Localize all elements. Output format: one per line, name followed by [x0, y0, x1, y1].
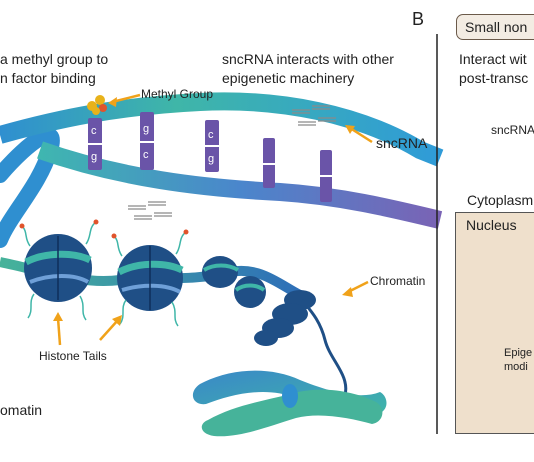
- dna-double-helix: [0, 92, 444, 248]
- chromatin-bottom-label: omatin: [0, 402, 43, 418]
- chromatin-label: Chromatin: [370, 274, 426, 288]
- nucleus-box: Nucleus: [455, 212, 534, 434]
- panel-letter-b: B: [412, 9, 425, 29]
- histone-tails-label: Histone Tails: [39, 349, 107, 363]
- base-letter: g: [208, 153, 215, 165]
- sncrna-arrow: [349, 126, 373, 144]
- epigen-line1: Epige: [504, 347, 533, 359]
- nucleosome-1: [24, 234, 92, 302]
- interact-line2: post-transc: [459, 70, 529, 86]
- sncrna-fragments-top: [292, 105, 336, 126]
- dna-strand-top: [0, 92, 444, 167]
- nucleosome-4: [234, 276, 266, 308]
- methyl-group-molecule: [87, 95, 107, 115]
- base-letter: g: [91, 151, 98, 163]
- nucleosome-3: [202, 256, 238, 288]
- nucleosome-2: [117, 245, 184, 311]
- sncrna-interacts-line2: epigenetic machinery: [222, 70, 355, 86]
- chromatin-fiber: [0, 219, 348, 396]
- sncrna-fragments-middle: [128, 201, 172, 220]
- cytoplasm-label: Cytoplasm: [467, 192, 534, 208]
- sncrna-interacts-line1: sncRNA interacts with other: [222, 51, 394, 67]
- small-noncoding-box: Small non: [456, 14, 534, 40]
- nucleus-label: Nucleus: [466, 217, 517, 233]
- base-letter: c: [91, 125, 97, 137]
- sncrna-label: sncRNA: [376, 135, 428, 151]
- base-letter: c: [143, 149, 149, 161]
- methyl-description-line2: n factor binding: [0, 70, 96, 86]
- histone-tails-arrow-2: [99, 319, 119, 341]
- interact-line1: Interact wit: [459, 51, 527, 67]
- methyl-arrow: [111, 93, 141, 104]
- small-box-text: Small non: [465, 19, 528, 35]
- epigen-line2: modi: [504, 361, 528, 373]
- base-letter: g: [143, 123, 150, 135]
- chromosome: [192, 370, 387, 437]
- methyl-group-label: Methyl Group: [141, 87, 214, 101]
- dna-strand-bottom: [37, 141, 443, 229]
- methyl-description-line1: a methyl group to: [0, 51, 109, 67]
- sncrna-label-b: sncRNA: [491, 123, 534, 137]
- histone-tails-arrow-1: [56, 317, 62, 346]
- base-letter: c: [208, 129, 214, 141]
